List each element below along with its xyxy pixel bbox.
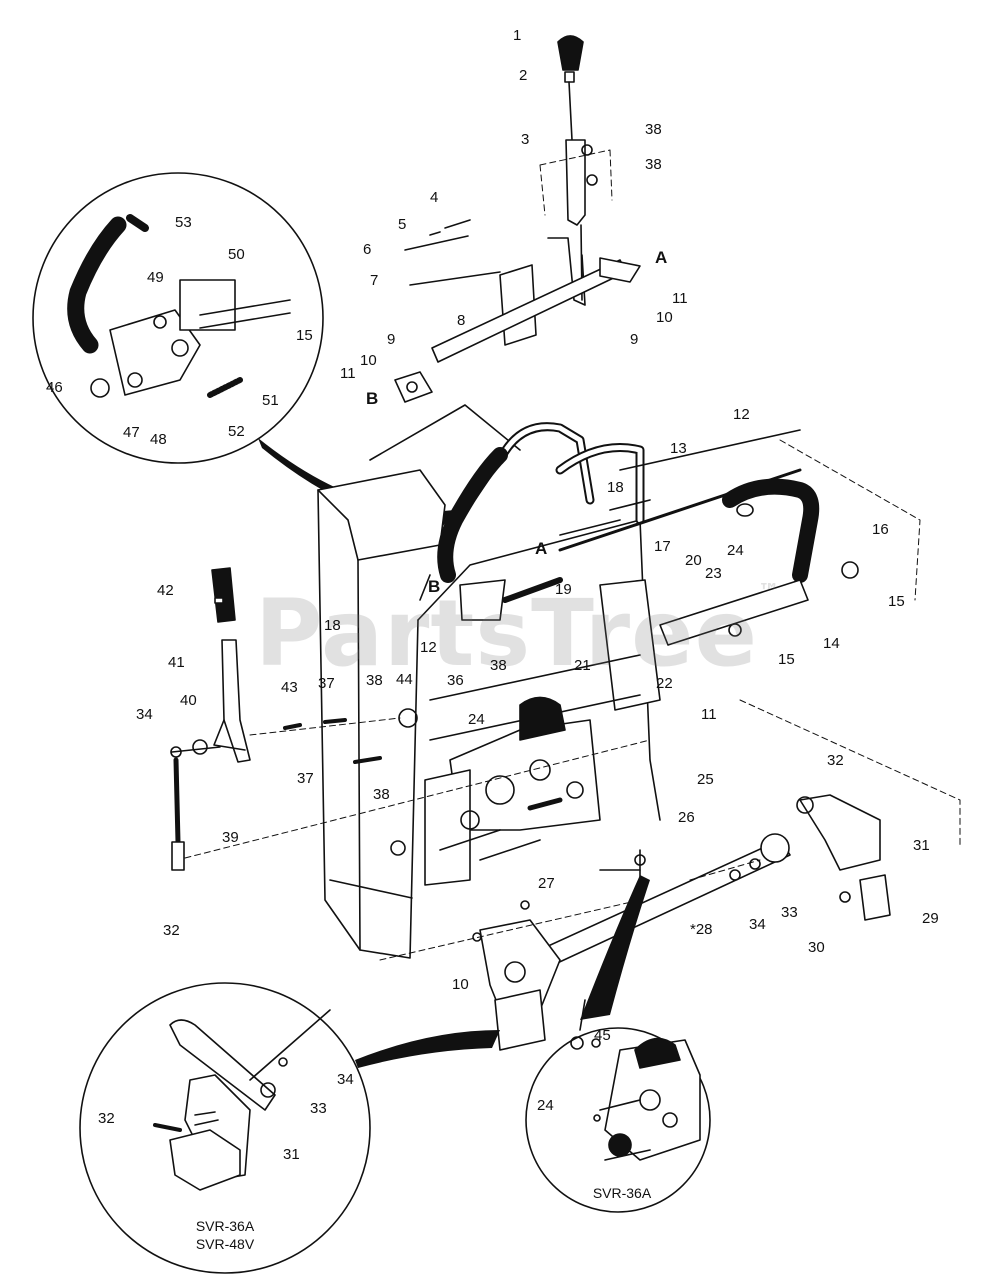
handlebars: [419, 422, 921, 646]
callout-5: 5: [398, 216, 407, 233]
callout-12: 12: [420, 639, 437, 656]
callout-51: 51: [262, 392, 279, 409]
callout-38: 38: [373, 786, 390, 803]
callout-43: 43: [281, 679, 298, 696]
carburetor-inset: [525, 875, 711, 1213]
callout-10: 10: [656, 309, 673, 326]
callout-24: 24: [537, 1097, 554, 1114]
control-lever: [170, 567, 651, 871]
reference-letter-a: A: [655, 248, 668, 267]
callout-52: 52: [228, 423, 245, 440]
callout-36: 36: [447, 672, 464, 689]
callout-27: 27: [538, 875, 555, 892]
callout-45: 45: [594, 1027, 611, 1044]
callout-38: 38: [490, 657, 507, 674]
watermark: PartsTree™: [255, 580, 781, 687]
left-inset-model-2: SVR-48V: [195, 1235, 255, 1252]
callout-37: 37: [297, 770, 314, 787]
callout-13: 13: [670, 440, 687, 457]
callout-22: 22: [656, 675, 673, 692]
callout-12: 12: [733, 406, 750, 423]
callout-47: 47: [123, 424, 140, 441]
callout-19: 19: [555, 581, 572, 598]
callout-16: 16: [872, 521, 889, 538]
callout-29: 29: [922, 910, 939, 927]
callout-24: 24: [468, 711, 485, 728]
callout-9: 9: [387, 331, 396, 348]
callout-42: 42: [157, 582, 174, 599]
callout-18: 18: [324, 617, 341, 634]
callout-33: 33: [781, 904, 798, 921]
callout-4: 4: [430, 189, 439, 206]
callout-7: 7: [370, 272, 379, 289]
callout-3: 3: [521, 131, 530, 148]
callout-18: 18: [607, 479, 624, 496]
callout-23: 23: [705, 565, 722, 582]
callout-11: 11: [701, 706, 717, 723]
callout-50: 50: [228, 246, 245, 263]
callout-11: 11: [340, 365, 356, 382]
lower-axle-assembly: [379, 699, 961, 1051]
callout-33: 33: [310, 1100, 327, 1117]
engine: [424, 696, 601, 886]
callout-53: 53: [175, 214, 192, 231]
callout-25: 25: [697, 771, 714, 788]
handle-detail-inset: [32, 172, 324, 464]
callout-38: 38: [645, 156, 662, 173]
shift-lever-assembly: [394, 35, 641, 403]
reference-letter-b: B: [428, 577, 441, 596]
right-inset-model: SVR-36A: [592, 1185, 652, 1201]
callout-21: 21: [574, 657, 591, 674]
callout-14: 14: [823, 635, 840, 652]
callout-26: 26: [678, 809, 695, 826]
reference-letter-a: A: [535, 539, 548, 558]
callout-34: 34: [749, 916, 766, 933]
callout-41: 41: [168, 654, 185, 671]
callout-10: 10: [452, 976, 469, 993]
right-inset-label: SVR-36A: [577, 1185, 667, 1203]
callout-1: 1: [513, 27, 522, 44]
callout-34: 34: [337, 1071, 354, 1088]
callout-9: 9: [630, 331, 639, 348]
callout-46: 46: [46, 379, 63, 396]
callout-39: 39: [222, 829, 239, 846]
callout-8: 8: [457, 312, 466, 329]
callout-11: 11: [672, 290, 688, 307]
callout-15: 15: [778, 651, 795, 668]
callout-15: 15: [296, 327, 313, 344]
callout-38: 38: [366, 672, 383, 689]
callout-38: 38: [645, 121, 662, 138]
callout-star-28: *28: [690, 921, 713, 938]
callout-24: 24: [727, 542, 744, 559]
callout-40: 40: [180, 692, 197, 709]
callout-2: 2: [519, 67, 528, 84]
callout-31: 31: [913, 837, 930, 854]
callout-48: 48: [150, 431, 167, 448]
inset-pointer-2: [355, 1030, 500, 1068]
callout-37: 37: [318, 675, 335, 692]
callout-32: 32: [98, 1110, 115, 1127]
left-inset-label: SVR-36A SVR-48V: [180, 1218, 270, 1253]
left-inset-model-1: SVR-36A: [195, 1218, 255, 1234]
callout-32: 32: [827, 752, 844, 769]
callout-20: 20: [685, 552, 702, 569]
main-frame: [317, 404, 661, 959]
reference-letter-b: B: [366, 389, 379, 408]
callout-31: 31: [283, 1146, 300, 1163]
callout-6: 6: [363, 241, 372, 258]
callout-49: 49: [147, 269, 164, 286]
callout-30: 30: [808, 939, 825, 956]
callout-15: 15: [888, 593, 905, 610]
callout-10: 10: [360, 352, 377, 369]
callout-17: 17: [654, 538, 671, 555]
left-bracket-inset: [79, 982, 371, 1274]
callout-44: 44: [396, 671, 413, 688]
callout-34: 34: [136, 706, 153, 723]
callout-32: 32: [163, 922, 180, 939]
